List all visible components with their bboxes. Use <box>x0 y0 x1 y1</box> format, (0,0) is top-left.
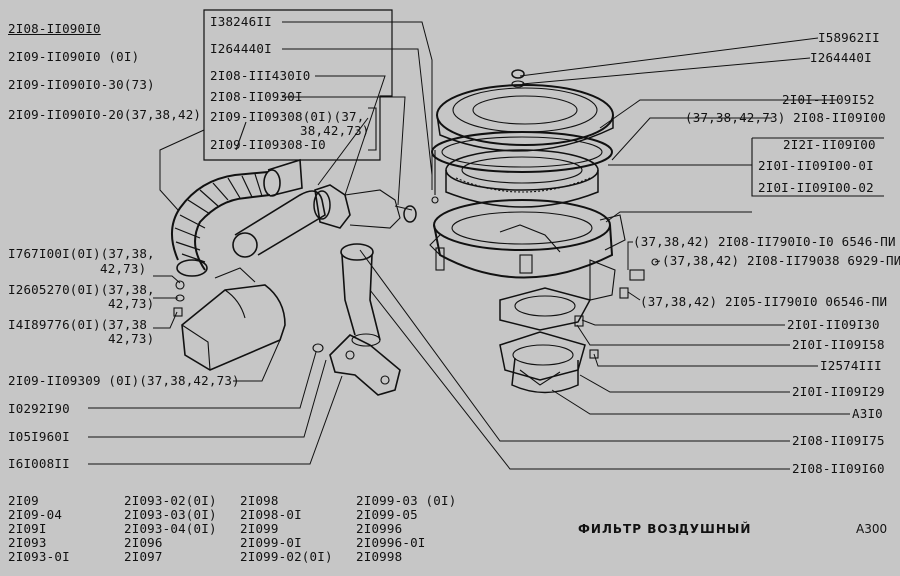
model: 2I0996 <box>356 521 403 536</box>
model: 2I09 <box>8 493 39 508</box>
right-group-bracket <box>751 138 884 197</box>
right-label-17: 2I08-II09I60 <box>792 461 885 476</box>
model-column-3: 2I098 2I098-0I 2I099 2I099-0I 2I099-02(0… <box>240 494 333 564</box>
left-label-4: 2I09-II09309 (0I)(37,38,42,73) <box>8 373 240 388</box>
left-label-1: I767I00I(0I)(37,38, <box>8 246 155 261</box>
model: 2I093 <box>8 535 47 550</box>
variant-label-3: 2I09-II090I0-30(73) <box>8 77 155 92</box>
box-label-6: 38,42,73) <box>300 123 370 138</box>
model: 2I099-0I <box>240 535 302 550</box>
model: 2I093-02(0I) <box>124 493 217 508</box>
variant-label-1: 2I08-II090I0 <box>8 21 101 36</box>
model-column-1: 2I09 2I09-04 2I09I 2I093 2I093-0I <box>8 494 70 564</box>
right-label-8: (37,38,42) 2I08-II790I0-I0 6546-ПИ <box>633 234 896 249</box>
model: 2I099 <box>240 521 279 536</box>
right-label-12: 2I0I-II09I58 <box>792 337 885 352</box>
left-label-6: I05I960I <box>8 429 70 444</box>
right-label-15: A3I0 <box>852 406 883 421</box>
model: 2I09I <box>8 521 47 536</box>
leader-lines <box>88 21 850 470</box>
left-label-2b: 42,73) <box>108 296 155 311</box>
box-label-7: 2I09-II09308-I0 <box>210 137 326 152</box>
model: 2I096 <box>124 535 163 550</box>
model: 2I0998 <box>356 549 403 564</box>
variant-label-2: 2I09-II090I0 (0I) <box>8 49 140 64</box>
left-label-3b: 42,73) <box>108 331 155 346</box>
right-label-10: (37,38,42) 2I05-II790I0 06546-ПИ <box>640 294 888 309</box>
left-box-outline <box>203 9 393 161</box>
box-label-3: 2I08-III430I0 <box>210 68 311 83</box>
box-label-5: 2I09-II09308(0I)(37, <box>210 109 365 124</box>
box-label-4: 2I08-II0930I <box>210 89 303 104</box>
model: 2I098 <box>240 493 279 508</box>
hose-drawing <box>171 158 659 396</box>
model: 2I099-02(0I) <box>240 549 333 564</box>
right-label-9: (37,38,42) 2I08-II79038 6929-ПИ <box>662 253 900 268</box>
model: 2I093-03(0I) <box>124 507 217 522</box>
box-label-2: I264440I <box>210 41 272 56</box>
right-label-6: 2I0I-II09I00-0I <box>758 158 874 173</box>
left-label-3: I4I89776(0I)(37,38 <box>8 317 148 332</box>
model: 2I097 <box>124 549 163 564</box>
right-label-2: I264440I <box>810 50 872 65</box>
diagram-title: ФИЛЬТР ВОЗДУШНЫЙ <box>578 522 752 536</box>
filter-housing-drawing <box>429 69 626 301</box>
variant-label-4: 2I09-II090I0-20(37,38,42) <box>8 107 202 122</box>
right-label-16: 2I08-II09I75 <box>792 433 885 448</box>
right-label-3: 2I0I-II09I52 <box>782 92 875 107</box>
model: 2I09-04 <box>8 507 63 522</box>
model: 2I099-03 (0I) <box>356 493 457 508</box>
right-label-7: 2I0I-II09I00-02 <box>758 180 874 195</box>
box-label-1: I38246II <box>210 14 272 29</box>
model-column-2: 2I093-02(0I) 2I093-03(0I) 2I093-04(0I) 2… <box>124 494 217 564</box>
model-column-4: 2I099-03 (0I) 2I099-05 2I0996 2I0996-0I … <box>356 494 456 564</box>
right-label-11: 2I0I-II09I30 <box>787 317 880 332</box>
right-label-4: (37,38,42,73) 2I08-II09I00 <box>685 110 886 125</box>
adapter-plate-drawing <box>499 287 599 394</box>
left-label-2: I2605270(0I)(37,38, <box>8 282 155 297</box>
model: 2I093-0I <box>8 549 70 564</box>
left-label-5: I0292I90 <box>8 401 70 416</box>
diagram-code: А300 <box>856 522 888 536</box>
left-label-1b: 42,73) <box>100 261 147 276</box>
model: 2I093-04(0I) <box>124 521 217 536</box>
model: 2I099-05 <box>356 507 418 522</box>
right-label-1: I58962II <box>818 30 880 45</box>
model: 2I0996-0I <box>356 535 426 550</box>
right-label-5: 2I2I-II09I00 <box>783 137 876 152</box>
right-label-13: I2574III <box>820 358 882 373</box>
left-label-7: I6I008II <box>8 456 70 471</box>
model: 2I098-0I <box>240 507 302 522</box>
right-label-14: 2I0I-II09I29 <box>792 384 885 399</box>
